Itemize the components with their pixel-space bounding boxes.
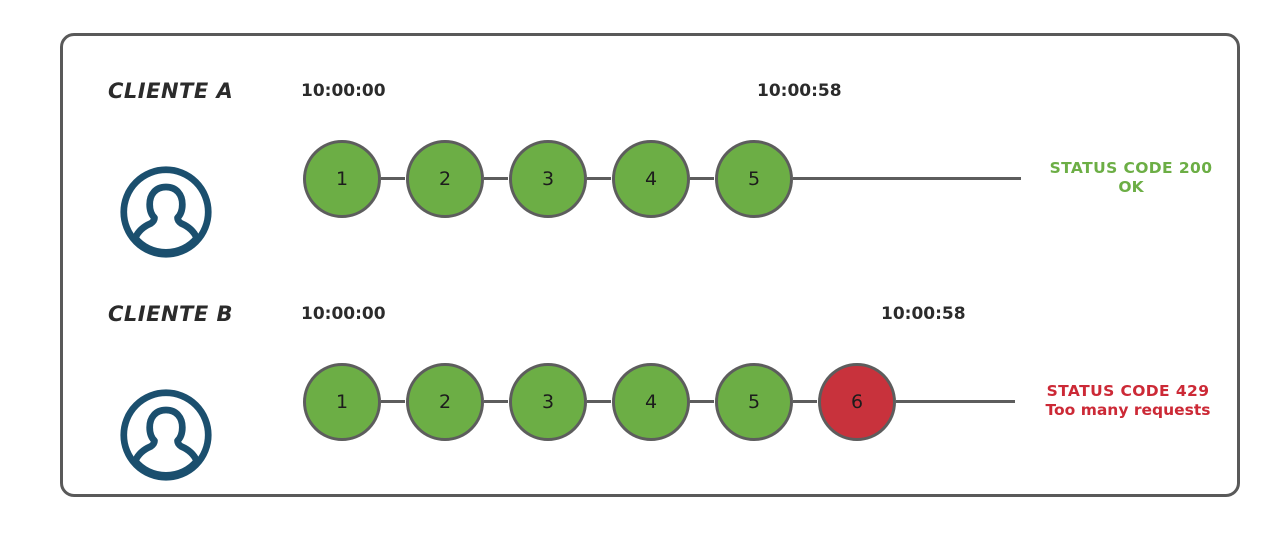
status-badge-b: STATUS CODE 429 Too many requests <box>1023 382 1233 421</box>
request-node[interactable]: 4 <box>612 140 690 218</box>
timestamp-end-a: 10:00:58 <box>757 81 842 101</box>
request-node[interactable]: 5 <box>715 140 793 218</box>
connector-b-1 <box>381 400 405 403</box>
request-number: 6 <box>850 391 864 413</box>
connector-a-2 <box>484 177 508 180</box>
request-node[interactable]: 3 <box>509 140 587 218</box>
status-code-a: STATUS CODE 200 <box>1049 159 1213 177</box>
client-row-a: CLIENTE A 10:00:00 10:00:58 1 2 3 <box>63 71 1237 271</box>
request-track-a: 1 2 3 4 5 <box>63 71 1237 271</box>
client-label-b: CLIENTE B <box>108 302 234 326</box>
status-badge-a: STATUS CODE 200 OK <box>1031 159 1231 198</box>
connector-b-4 <box>690 400 714 403</box>
request-node[interactable]: 2 <box>406 140 484 218</box>
request-node[interactable]: 3 <box>509 363 587 441</box>
diagram-frame: CLIENTE A 10:00:00 10:00:58 1 2 3 <box>60 33 1240 497</box>
request-number: 3 <box>541 168 555 190</box>
connector-a-tail <box>793 177 1021 180</box>
timestamp-start-a: 10:00:00 <box>301 81 386 101</box>
request-number: 2 <box>438 168 452 190</box>
request-node[interactable]: 5 <box>715 363 793 441</box>
request-number: 3 <box>541 391 555 413</box>
status-message-a: OK <box>1118 178 1144 197</box>
connector-a-3 <box>587 177 611 180</box>
request-number: 1 <box>335 391 349 413</box>
request-number: 4 <box>644 168 658 190</box>
status-message-b: Too many requests <box>1045 401 1211 420</box>
timestamp-start-b: 10:00:00 <box>301 304 386 324</box>
request-node[interactable]: 1 <box>303 363 381 441</box>
request-node[interactable]: 2 <box>406 363 484 441</box>
connector-a-1 <box>381 177 405 180</box>
request-number: 5 <box>747 391 761 413</box>
connector-a-4 <box>690 177 714 180</box>
connector-b-2 <box>484 400 508 403</box>
connector-b-3 <box>587 400 611 403</box>
request-number: 4 <box>644 391 658 413</box>
request-track-b: 1 2 3 4 5 6 <box>63 294 1237 494</box>
timestamp-end-b: 10:00:58 <box>881 304 966 324</box>
user-avatar-icon <box>118 164 214 260</box>
request-node[interactable]: 1 <box>303 140 381 218</box>
client-row-b: CLIENTE B 10:00:00 10:00:58 1 2 3 <box>63 294 1237 494</box>
status-code-b: STATUS CODE 429 <box>1046 382 1210 400</box>
connector-b-5 <box>793 400 817 403</box>
user-avatar-icon <box>118 387 214 483</box>
request-node-rejected[interactable]: 6 <box>818 363 896 441</box>
request-number: 2 <box>438 391 452 413</box>
connector-b-tail <box>896 400 1015 403</box>
request-number: 5 <box>747 168 761 190</box>
client-label-a: CLIENTE A <box>108 79 234 103</box>
request-number: 1 <box>335 168 349 190</box>
request-node[interactable]: 4 <box>612 363 690 441</box>
